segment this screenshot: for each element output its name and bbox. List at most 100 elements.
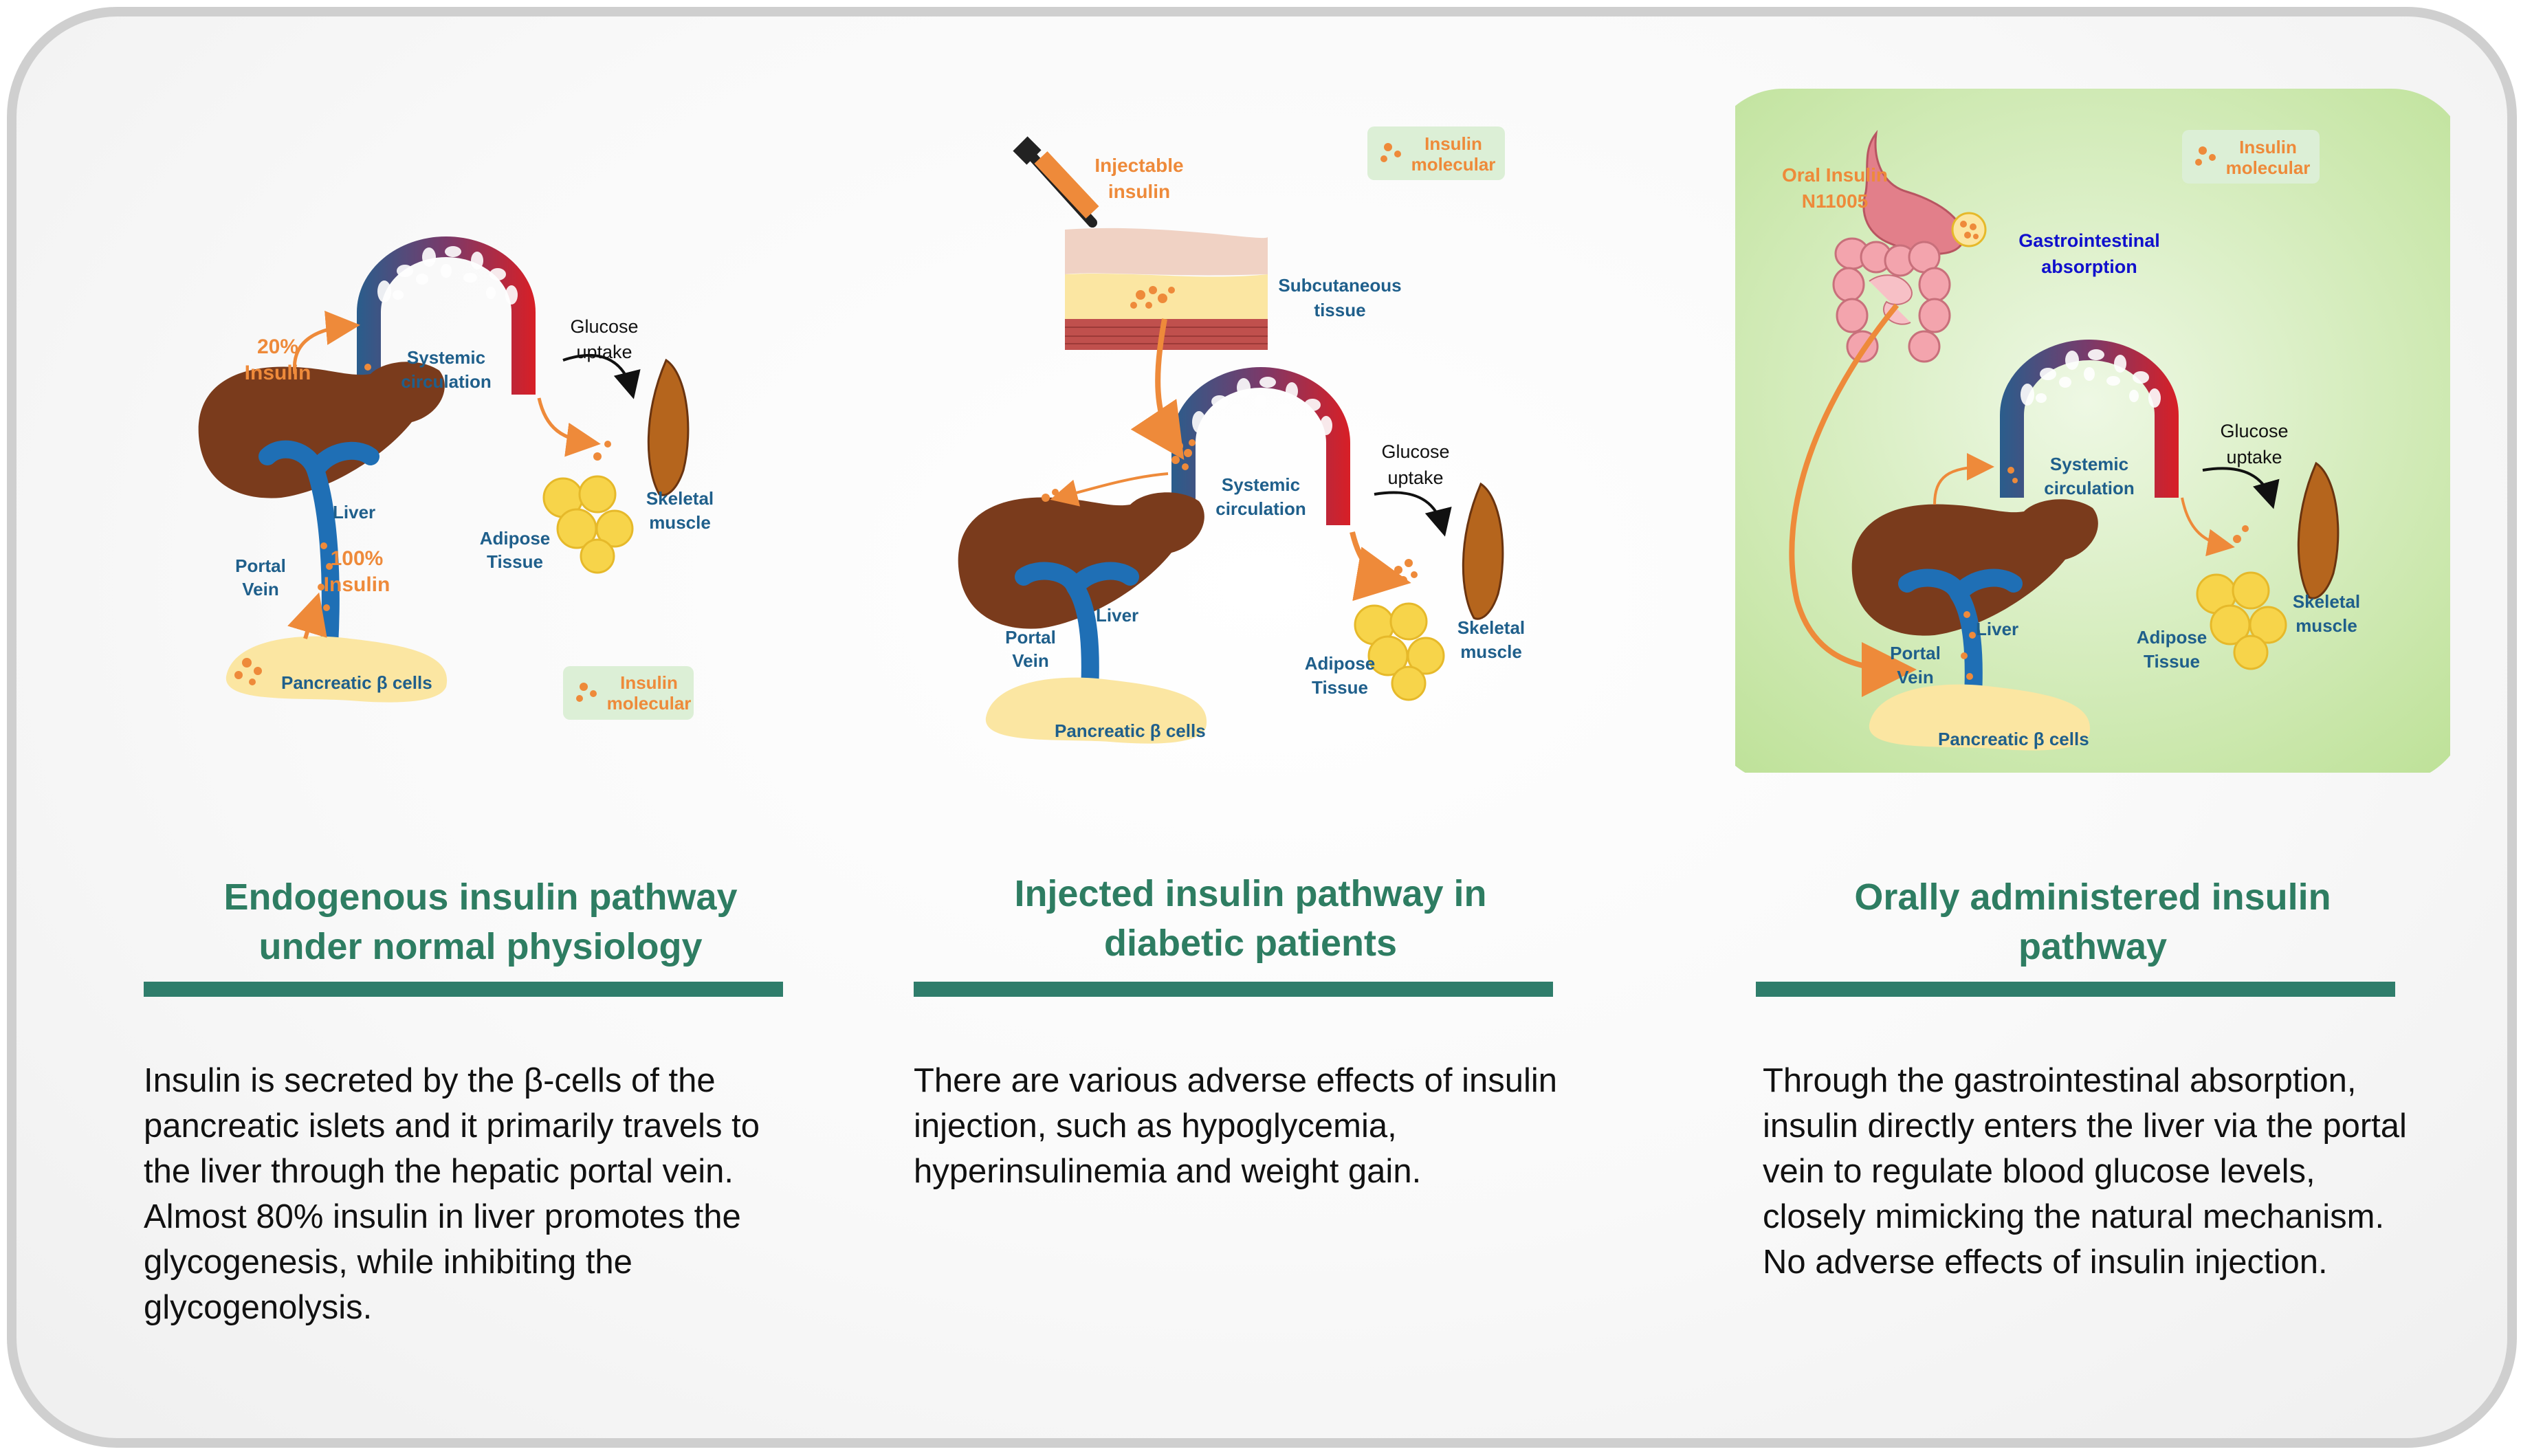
arrow-to-adipose (1350, 531, 1411, 602)
liver-icon (198, 362, 445, 498)
panel-title-line-2: diabetic patients (1103, 923, 1398, 964)
systemic-label-2: circulation (2044, 478, 2134, 498)
panel-title-line-2: pathway (2018, 926, 2168, 967)
arrow-to-adipose (537, 397, 601, 457)
skeletal-label-2: muscle (649, 512, 711, 533)
skeletal-label-2: muscle (1460, 641, 1522, 662)
arrow-to-circulation (1933, 453, 1994, 505)
glucose-label-2: uptake (2226, 447, 2282, 467)
skeletal-label-1: Skeletal (2293, 591, 2360, 612)
legend-label-2: molecular (607, 693, 692, 714)
figure-frame: Insulin molecular Systemic circulation G… (7, 7, 2517, 1448)
hundred-percent-label-1: 100% (331, 547, 384, 570)
gastrointestinal-tract-icon (1832, 129, 1987, 363)
glucose-label-2: uptake (576, 342, 632, 362)
arrow-glucose-uptake (562, 353, 641, 399)
panel-title: Injected insulin pathway in diabetic pat… (893, 869, 1608, 968)
adipose-tissue-icon (542, 475, 634, 574)
pancreatic-label: Pancreatic β cells (1938, 729, 2089, 749)
panel-endogenous: Insulin molecular Systemic circulation G… (123, 16, 838, 1438)
portal-label-1: Portal (1890, 643, 1941, 663)
insulin-molecular-legend: Insulin molecular (1367, 126, 1505, 180)
twenty-percent-label-1: 20% (257, 335, 298, 358)
gi-absorption-label-1: Gastrointestinal (2018, 230, 2160, 251)
title-underline (914, 982, 1553, 997)
systemic-label-1: Systemic (407, 347, 485, 368)
legend-label-1: Insulin (620, 672, 678, 693)
arrow-gi-to-portal-vein (1789, 303, 1917, 697)
pancreatic-label: Pancreatic β cells (281, 672, 432, 693)
pancreas-icon (1869, 684, 2091, 751)
systemic-label-1: Systemic (1222, 474, 1300, 495)
systemic-circulation-arch (2000, 340, 2179, 498)
arrow-glucose-uptake (2202, 467, 2280, 509)
gi-absorption-label-2: absorption (2041, 256, 2137, 277)
panel-title: Endogenous insulin pathway under normal … (123, 872, 838, 971)
portal-label-1: Portal (1005, 627, 1056, 648)
arrow-to-adipose (2181, 497, 2235, 557)
panel-description: Insulin is secreted by the β-cells of th… (144, 1062, 760, 1326)
panel-oral: Insulin molecular Oral Insulin N11005 Ga… (1735, 16, 2450, 1438)
panel-title-line-1: Orally administered insulin (1854, 876, 2331, 918)
insulin-molecular-legend: Insulin molecular (563, 666, 694, 720)
skeletal-muscle-icon (647, 358, 690, 496)
skeletal-label-1: Skeletal (1457, 617, 1525, 638)
panel-title-line-1: Endogenous insulin pathway (223, 876, 738, 918)
portal-label-2: Vein (1012, 650, 1048, 671)
panel-description: There are various adverse effects of ins… (914, 1062, 1558, 1190)
oral-insulin-label-2: N11005 (1802, 190, 1869, 212)
arrow-circulation-to-liver (1050, 472, 1169, 507)
portal-label-2: Vein (1897, 667, 1933, 687)
adipose-label-1: Adipose (480, 528, 551, 549)
subcutaneous-tissue-icon (1065, 228, 1268, 350)
panel-title-line-2: under normal physiology (258, 926, 703, 967)
systemic-label-1: Systemic (2050, 454, 2128, 474)
glucose-label-2: uptake (1387, 467, 1443, 488)
glucose-label-1: Glucose (570, 316, 638, 337)
skeletal-muscle-icon (2297, 461, 2340, 599)
adipose-label-2: Tissue (487, 551, 543, 572)
panel-title-line-1: Injected insulin pathway in (1014, 873, 1487, 914)
panel-title: Orally administered insulin pathway (1735, 872, 2450, 971)
pancreas-icon (985, 677, 1207, 744)
oral-pathway-diagram: Insulin molecular Oral Insulin N11005 Ga… (1735, 89, 2450, 773)
legend-label-2: molecular (1411, 154, 1496, 175)
portal-vein-icon (1015, 562, 1139, 713)
skeletal-label-2: muscle (2296, 615, 2357, 636)
arrow-glucose-uptake (1374, 491, 1452, 537)
liver-icon (958, 492, 1204, 629)
legend-label-1: Insulin (1424, 133, 1482, 154)
arrow-20-insulin (292, 311, 360, 375)
adipose-label-1: Adipose (2137, 627, 2208, 648)
panel-injected: Insulin molecular Injectable insulin Sub… (893, 16, 1608, 1438)
arrow-subcutaneous-to-circulation (1130, 318, 1185, 460)
portal-vein-icon (258, 440, 379, 654)
portal-vein-icon (1898, 569, 2023, 716)
title-underline (144, 982, 783, 997)
adipose-label-2: Tissue (1312, 677, 1368, 698)
title-underline (1756, 982, 2395, 997)
subcutaneous-label-1: Subcutaneous (1278, 275, 1401, 296)
liver-icon (1851, 499, 2098, 636)
insulin-molecular-legend: Insulin molecular (2182, 130, 2320, 184)
pancreas-icon (225, 636, 448, 703)
arrow-100-insulin (287, 592, 327, 639)
glucose-label-1: Glucose (1381, 441, 1449, 462)
pancreatic-label: Pancreatic β cells (1055, 720, 1206, 741)
liver-label: Liver (333, 502, 375, 522)
glucose-label-1: Glucose (2220, 421, 2288, 441)
hundred-percent-label-2: Insulin (324, 573, 390, 596)
adipose-tissue-icon (1354, 602, 1445, 701)
injectable-label-2: insulin (1108, 181, 1170, 202)
adipose-tissue-icon (2196, 571, 2287, 670)
legend-label-2: molecular (2226, 157, 2311, 178)
subcutaneous-label-2: tissue (1314, 300, 1365, 320)
oral-insulin-label-1: Oral Insulin (1782, 164, 1888, 186)
legend-label-1: Insulin (2239, 137, 2297, 157)
skeletal-label-1: Skeletal (646, 488, 714, 509)
liver-label: Liver (1976, 619, 2018, 639)
adipose-label-2: Tissue (2144, 651, 2200, 672)
endogenous-pathway-diagram: Insulin molecular Systemic circulation G… (198, 236, 714, 720)
panel-description: Through the gastrointestinal absorption,… (1763, 1062, 2407, 1281)
systemic-label-2: circulation (1215, 498, 1306, 519)
